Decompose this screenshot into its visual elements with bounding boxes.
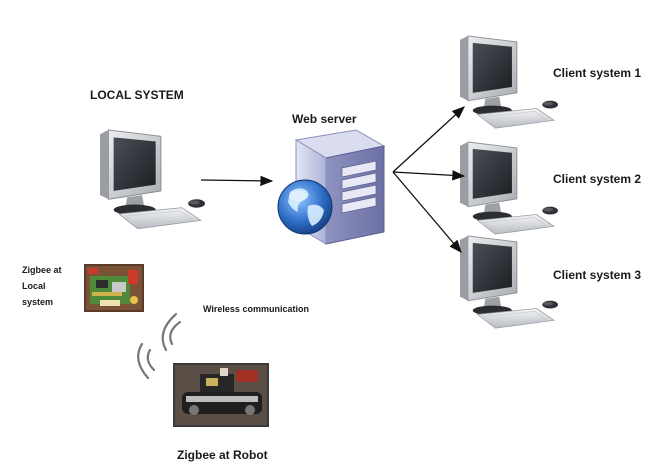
client-computer-1-icon	[459, 35, 559, 129]
zigbee-local-label: Zigbee at Local system	[22, 265, 62, 307]
client-computer-3-icon	[459, 235, 559, 329]
arrow-local-to-server	[200, 175, 274, 187]
web-server-label: Web server	[292, 112, 357, 126]
wireless-communication-label: Wireless communication	[203, 304, 309, 314]
robot-photo	[173, 363, 269, 427]
arrow-server-to-client-1	[392, 106, 465, 173]
zigbee-board-photo	[84, 264, 144, 312]
client-system-3-label: Client system 3	[553, 268, 642, 282]
local-system-label: LOCAL SYSTEM	[90, 88, 184, 102]
arrow-server-to-client-3	[392, 171, 462, 253]
local-computer-icon	[99, 129, 206, 230]
client-computer-2-icon	[459, 141, 559, 235]
client-system-1-label: Client system 1	[553, 66, 642, 80]
web-server-icon	[277, 129, 386, 245]
arrow-server-to-client-2	[392, 170, 466, 181]
client-system-2-label: Client system 2	[553, 172, 642, 186]
wireless-signal-icon	[137, 312, 182, 380]
zigbee-robot-label: Zigbee at Robot	[177, 448, 268, 462]
